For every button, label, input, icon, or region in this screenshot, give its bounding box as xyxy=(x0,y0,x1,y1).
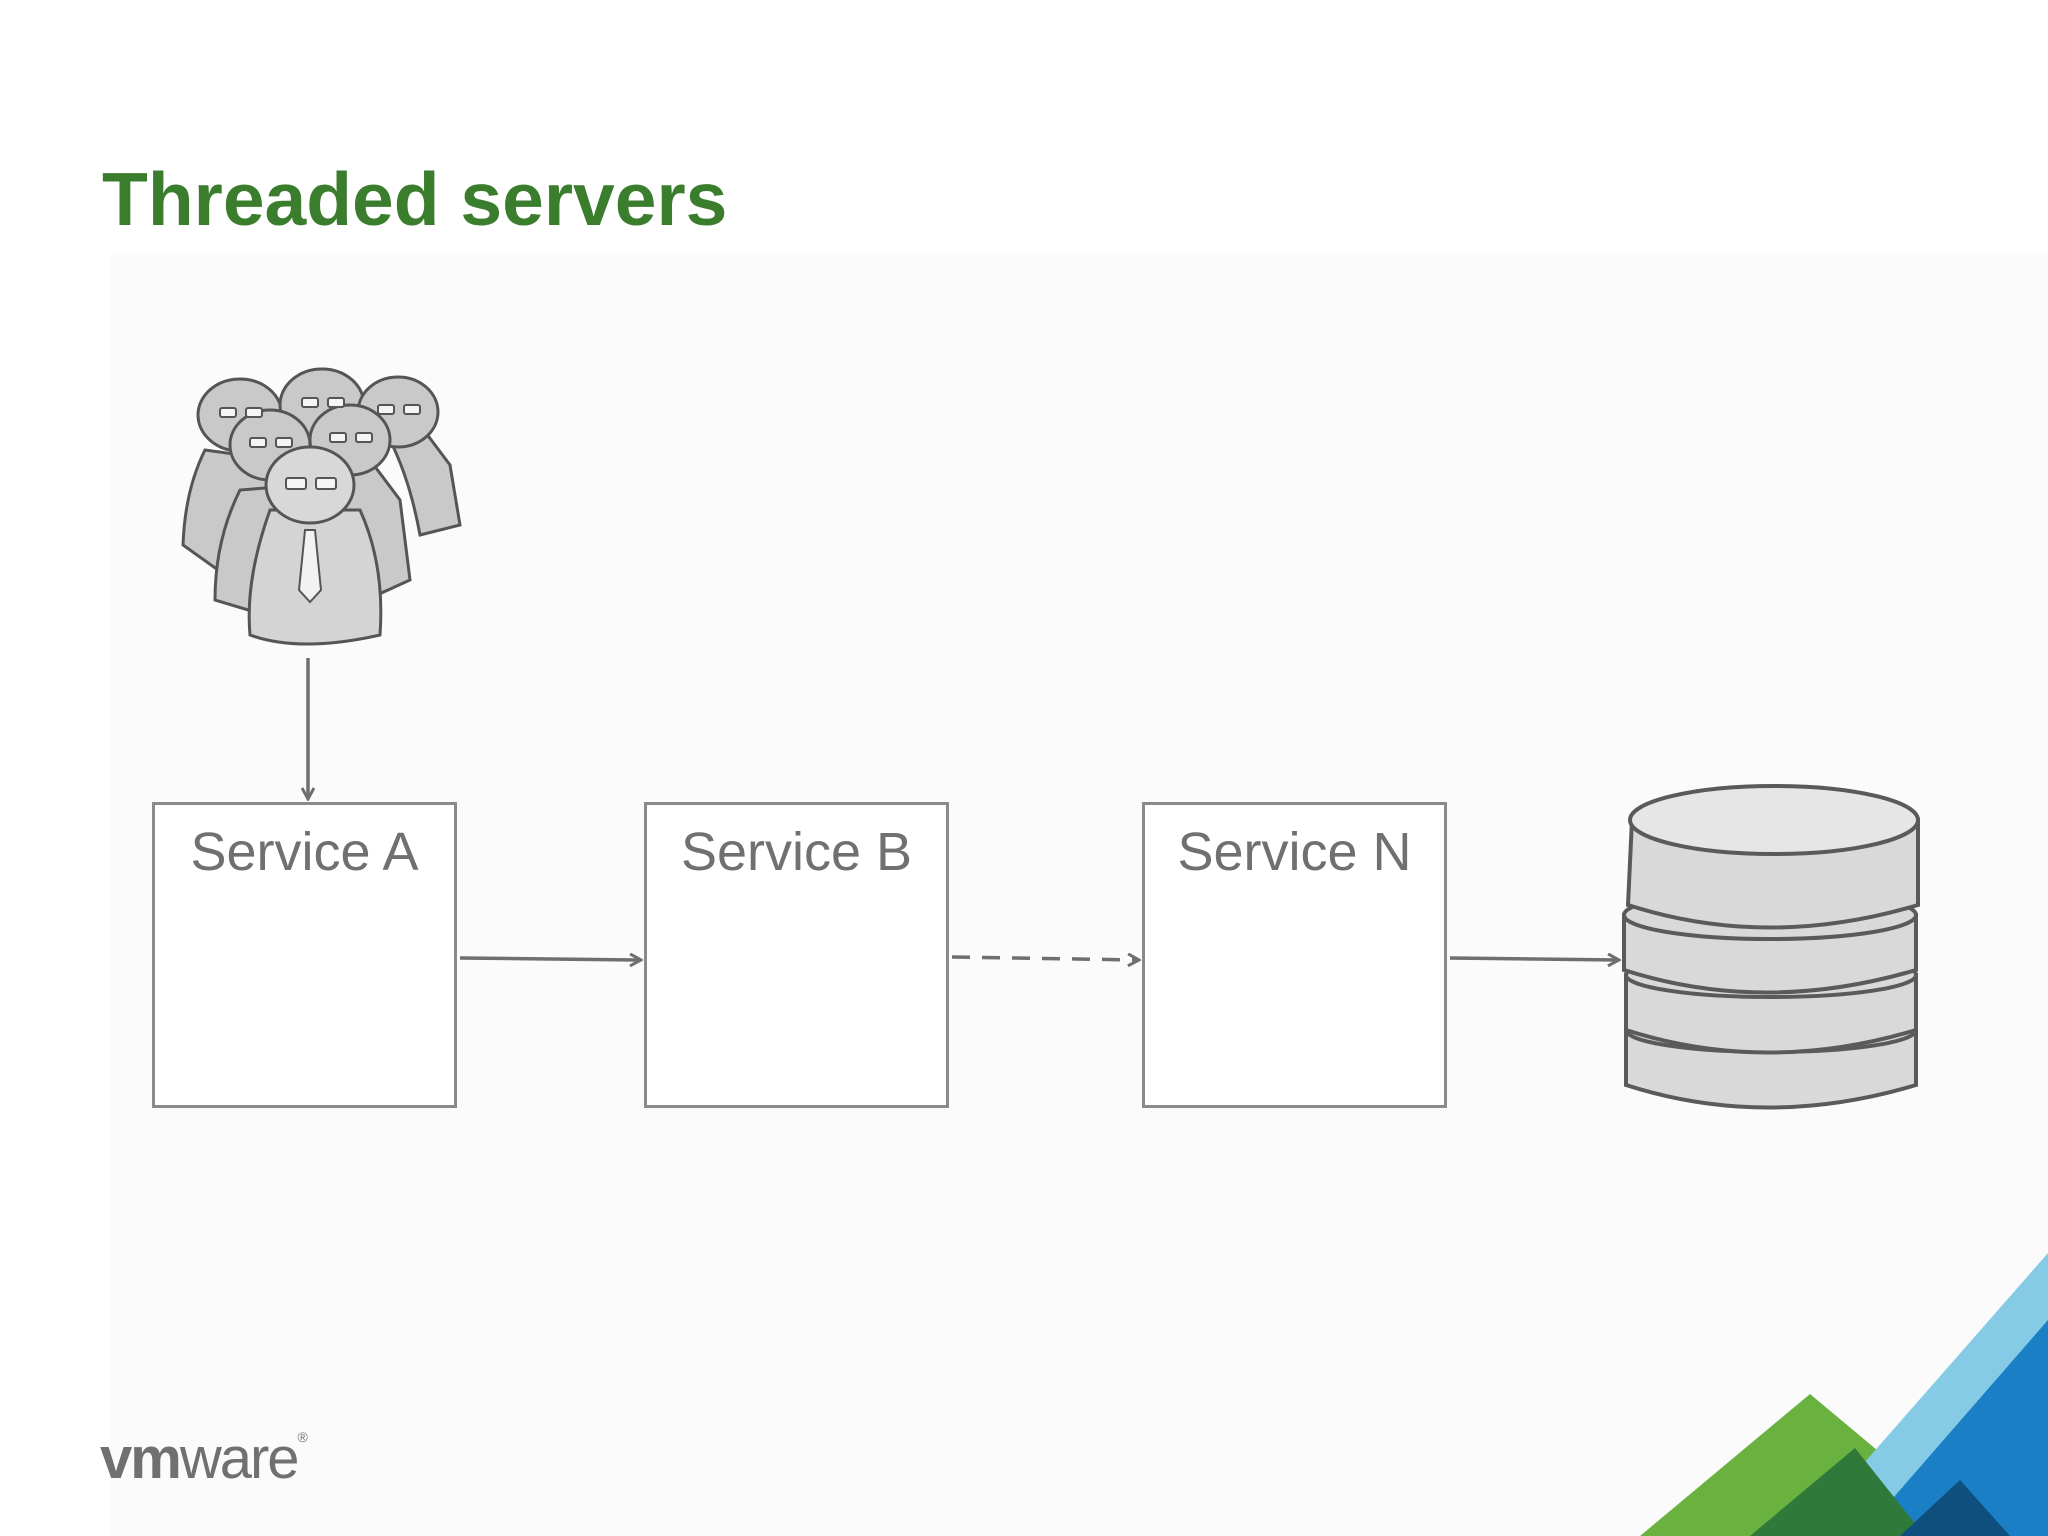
vmware-logo: vmware® xyxy=(100,1430,308,1488)
logo-registered-mark: ® xyxy=(297,1429,308,1445)
service-b-label: Service B xyxy=(680,822,913,882)
service-b-box: Service B xyxy=(644,802,949,1108)
service-a-label: Service A xyxy=(190,822,419,882)
service-n-box: Service N xyxy=(1142,802,1447,1108)
service-a-box: Service A xyxy=(152,802,457,1108)
slide-title: Threaded servers xyxy=(102,157,728,241)
logo-ware-text: ware xyxy=(179,1426,300,1491)
service-n-label: Service N xyxy=(1177,822,1412,882)
logo-vm-text: vm xyxy=(100,1426,182,1491)
